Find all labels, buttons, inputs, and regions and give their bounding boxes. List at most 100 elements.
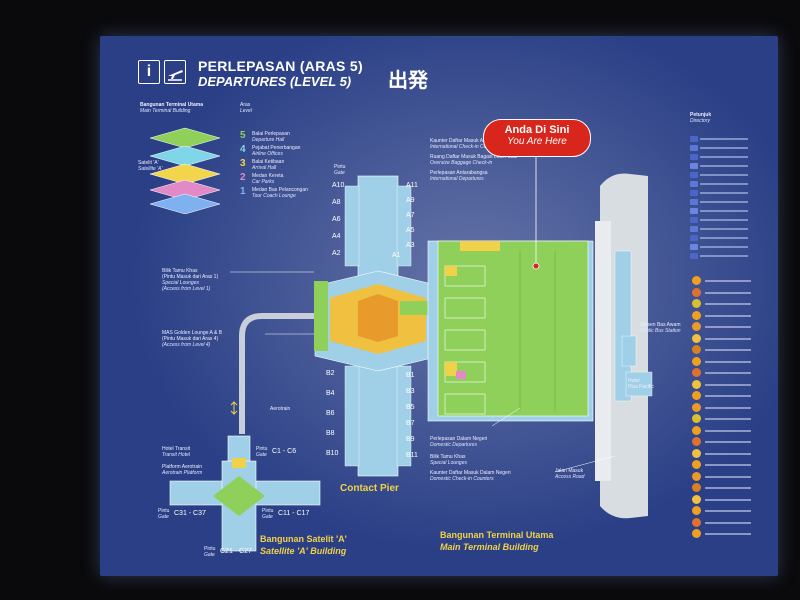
gate-b1: B1	[406, 372, 415, 379]
directory-swatch	[690, 253, 698, 259]
facility-symbol-icon	[692, 368, 701, 377]
main-building-ms: Bangunan Terminal Utama	[440, 530, 554, 540]
directory-row	[690, 172, 750, 178]
facility-line	[705, 337, 751, 340]
level-stack-diagram	[149, 127, 221, 214]
sat-gates-c31: C31 - C37	[174, 510, 206, 517]
level-2-label-en: Car Parks	[252, 179, 275, 185]
sat-hotel-en: Transit Hotel	[162, 452, 190, 458]
sat-pintu-c1: Pintu	[256, 446, 268, 452]
callout-lounge-ms: Bilik Tamu Khas	[162, 268, 198, 274]
sat-platform-en: Aerotrain Platform	[162, 470, 203, 476]
gate-a8: A8	[332, 199, 341, 206]
callout-oversize-ms: Ruang Daftar Masuk Bagasi Lebih Saiz	[430, 154, 518, 160]
aerotrain-track	[239, 313, 332, 434]
levels-aras-ms: Aras	[240, 102, 251, 108]
you-are-here-dot	[532, 262, 540, 270]
facility-symbol-icon	[692, 506, 701, 515]
level-1-label-ms: Medan Bas Pelancongan	[252, 187, 308, 193]
facility-symbol-icon	[692, 402, 701, 412]
facility-line	[705, 487, 751, 489]
directory-row	[690, 181, 750, 187]
facility-symbol-icon	[692, 356, 701, 366]
level-1-label-en: Tour Coach Lounge	[252, 193, 296, 199]
main-building-en: Main Terminal Building	[440, 542, 539, 552]
facility-symbol-icon	[692, 287, 701, 297]
callout-intl-ms: Perlepasan Antarabangsa	[430, 170, 488, 176]
facility-symbol-icon	[692, 414, 701, 423]
callout-checkin-ms: Kaunter Daftar Masuk Antarabangsa	[430, 138, 511, 144]
gate-a5: A5	[406, 227, 415, 234]
facility-line	[705, 406, 751, 409]
gate-a1: A1	[392, 252, 401, 259]
directory-row	[690, 235, 750, 241]
directory-row	[690, 253, 750, 259]
facility-symbol-icon	[692, 333, 701, 343]
directory-swatch	[690, 244, 698, 250]
facility-symbol-icon	[692, 494, 701, 504]
callout-dom-dep-ms: Perlepasan Dalam Negeri	[430, 436, 488, 442]
facility-symbol-icon	[692, 345, 701, 354]
facility-line	[705, 441, 751, 443]
gate-a11: A11	[406, 182, 418, 189]
callout-dom-dep-en: Domestic Departures	[430, 442, 477, 448]
callout-mas-ms: MAS Golden Lounge A & B	[162, 330, 223, 336]
directory-swatch	[690, 208, 698, 214]
satellite-building-ms: Bangunan Satelit 'A'	[260, 534, 347, 544]
gate-a3: A3	[406, 242, 415, 249]
leader-domestic	[491, 407, 521, 427]
directory-line	[700, 183, 748, 185]
levels-building-en: Main Terminal Building	[140, 108, 191, 114]
level-2-number: 2	[240, 172, 246, 183]
gate-b7: B7	[406, 420, 415, 427]
directory-swatch	[690, 217, 698, 223]
directory-row	[690, 145, 750, 151]
callout-road-ms: Jalan Masuk	[555, 468, 584, 474]
level-1-number: 1	[240, 186, 246, 197]
directory-swatch	[690, 235, 698, 241]
facility-line	[705, 498, 751, 501]
directory-row	[690, 190, 750, 196]
title-english: DEPARTURES (LEVEL 5)	[198, 74, 352, 89]
you-are-here-en: You Are Here	[507, 136, 567, 147]
callout-lounge-note-ms: (Pintu Masuk dari Aras 1)	[162, 274, 219, 280]
directory-line	[700, 174, 748, 176]
directory-line	[700, 228, 748, 230]
sat-gate-c11: Gate	[262, 514, 273, 520]
sat-hotel-ms: Hotel Transit	[162, 446, 191, 452]
callout-checkin-en: International Check-in Counters	[430, 144, 501, 150]
directory-line	[700, 165, 748, 167]
directory-row	[690, 199, 750, 205]
level-3-label-ms: Balai Ketibaan	[252, 159, 285, 165]
sat-gate-c21: Gate	[204, 552, 215, 558]
facility-symbol-icon	[692, 517, 701, 527]
directory-swatch	[690, 145, 698, 151]
directory-line	[700, 192, 748, 194]
sat-pintu-c11: Pintu	[262, 508, 274, 514]
facility-symbol-icon	[692, 322, 701, 331]
gate-b4: B4	[326, 390, 335, 397]
gate-b10: B10	[326, 450, 339, 457]
facility-symbol-icon	[692, 310, 701, 320]
pier-pintu: Pintu	[334, 164, 346, 170]
gate-b11: B11	[406, 452, 418, 459]
level-5-number: 5	[240, 130, 246, 141]
directory-row	[690, 244, 750, 250]
facility-symbol-icon	[692, 529, 701, 538]
directory-line	[700, 255, 748, 257]
levels-satellite-ms: Satelit 'A'	[138, 160, 159, 166]
directory-title-ms: Petunjuk	[690, 112, 712, 118]
level-4-label-en: Airline Offices	[252, 151, 283, 157]
aerotrain-direction-icon	[230, 401, 238, 415]
you-are-here-ms: Anda Di Sini	[504, 124, 570, 136]
gate-b6: B6	[326, 410, 335, 417]
facility-symbol-icon	[692, 391, 701, 400]
facility-line	[705, 418, 751, 420]
callout-bus-ms: Stesen Bas Awam	[640, 322, 681, 328]
callout-dom-checkin-ms: Kaunter Daftar Masuk Dalam Negeri	[430, 470, 511, 476]
facility-line	[705, 291, 751, 294]
directory-title-en: Directory	[690, 118, 711, 124]
facility-symbol-icon	[692, 276, 701, 285]
satellite-building	[169, 435, 321, 552]
callout-aerotrain: Aerotrain	[270, 406, 291, 412]
